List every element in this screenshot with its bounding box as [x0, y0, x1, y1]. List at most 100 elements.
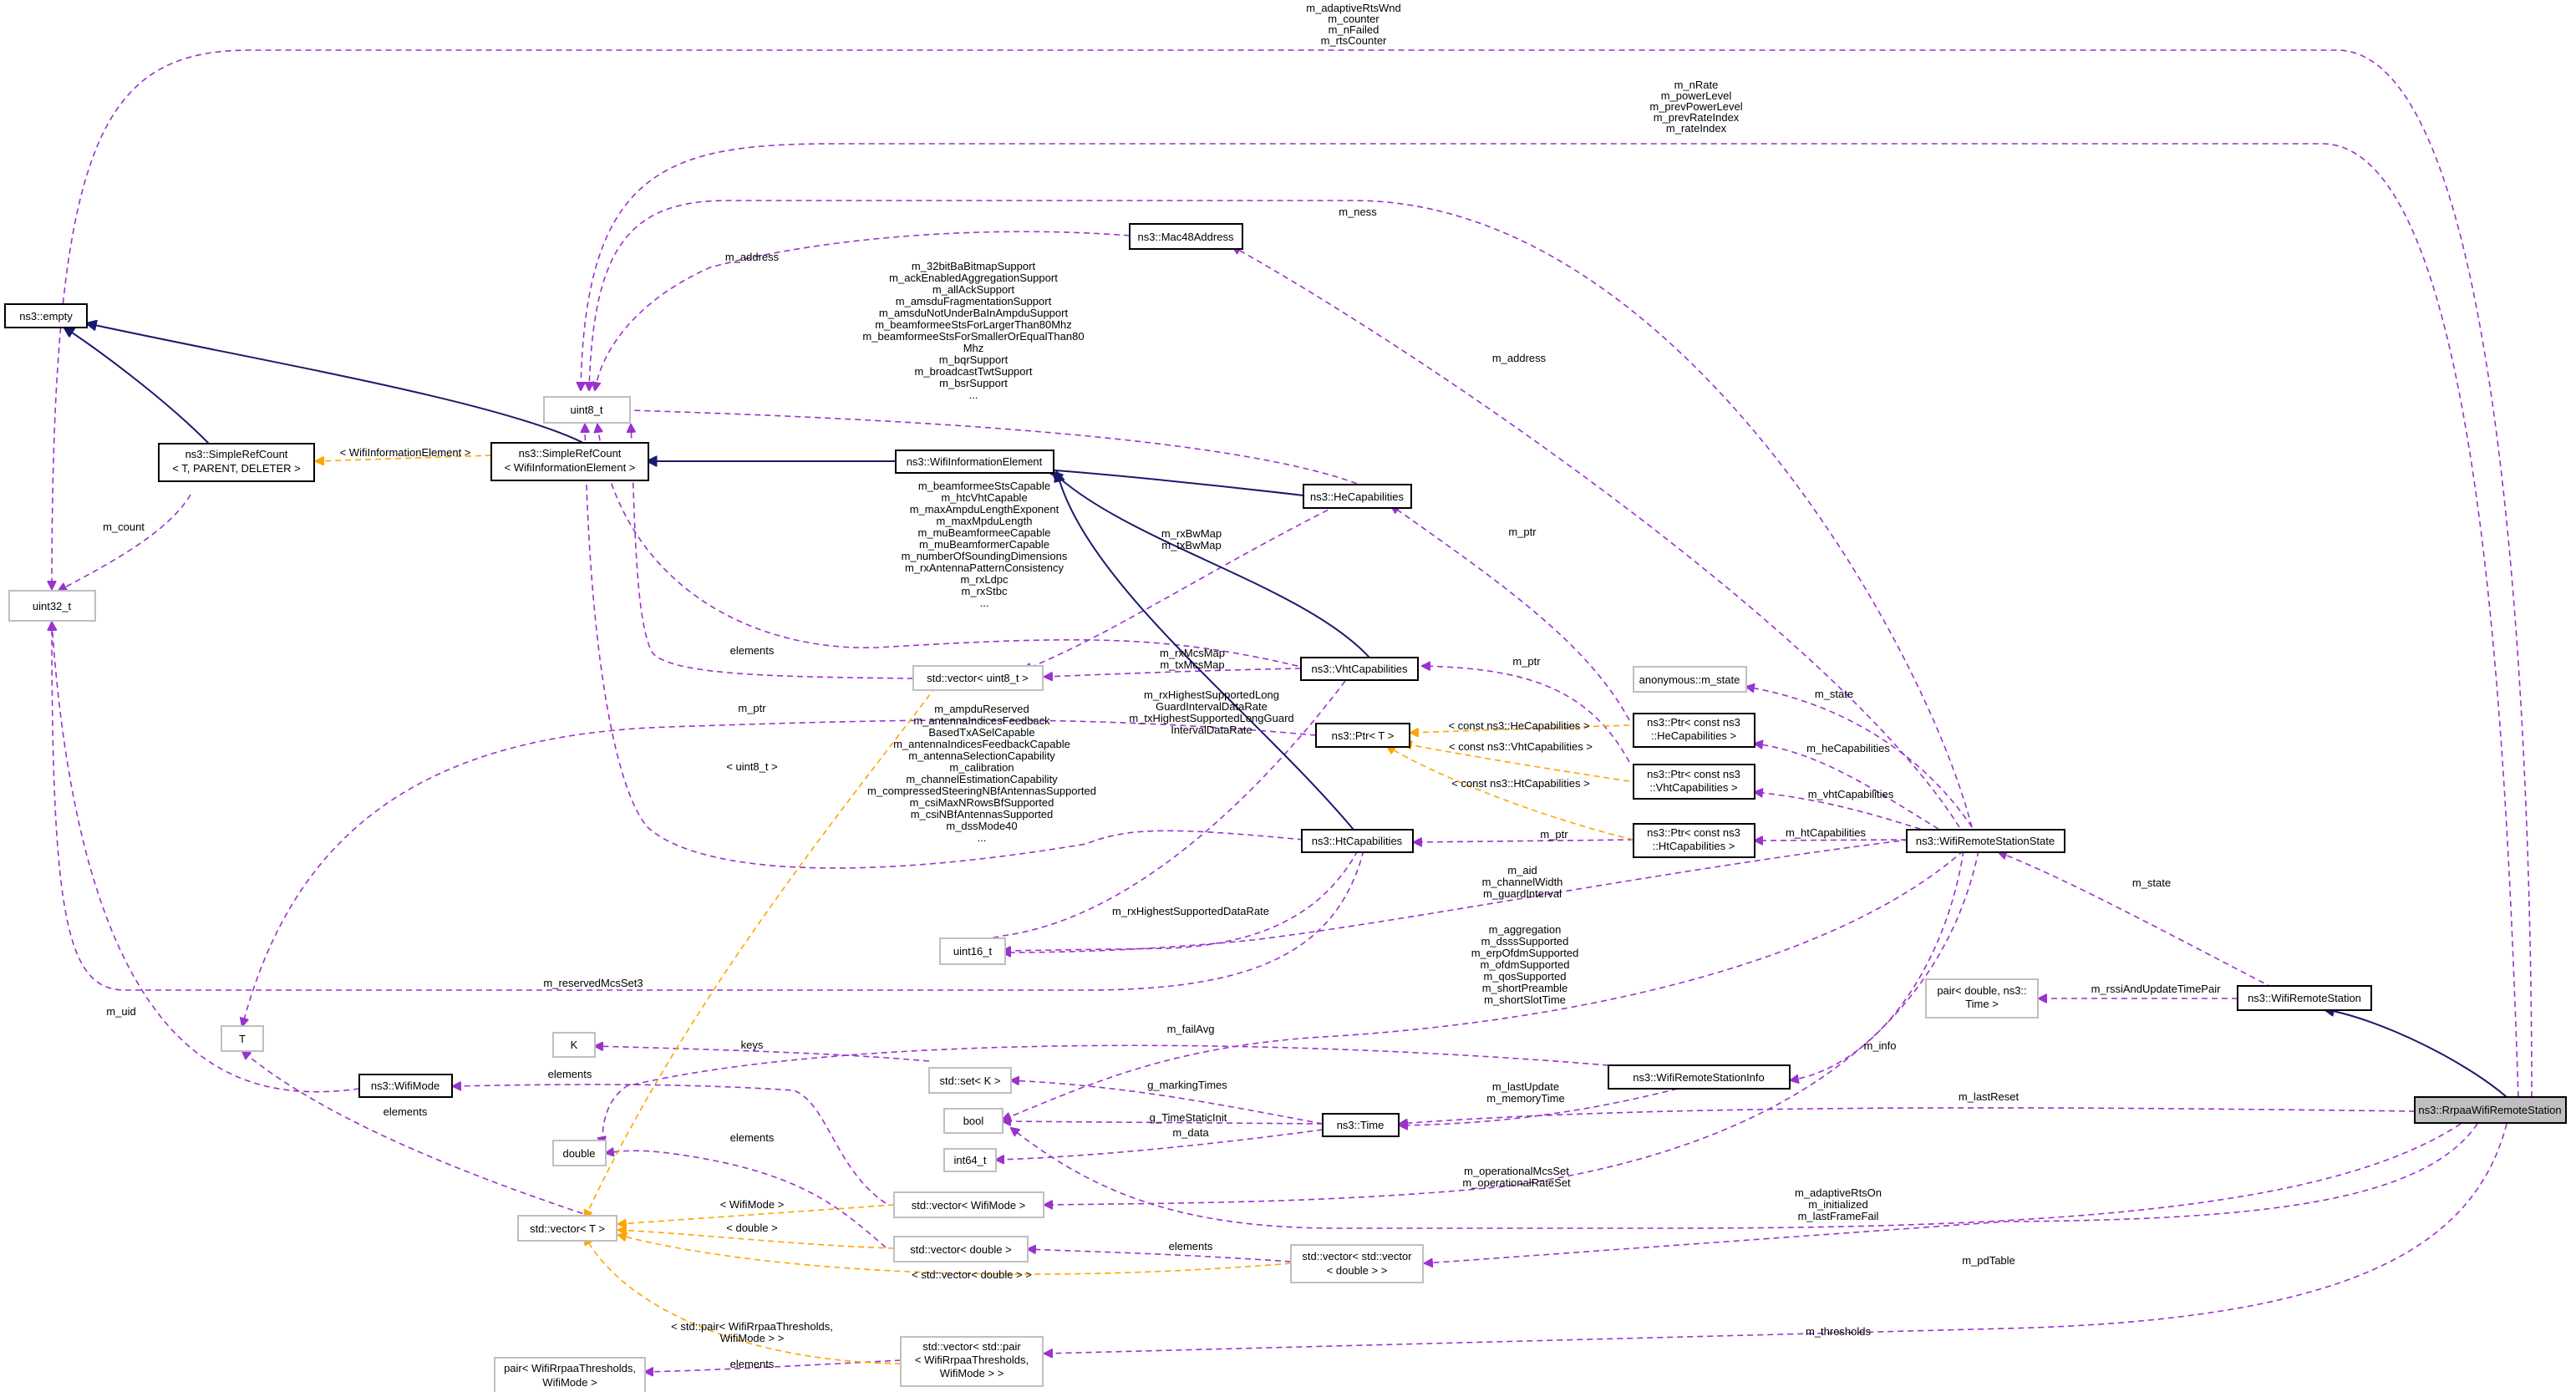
label-elements-vd: elements — [1169, 1240, 1213, 1252]
svg-text:ns3::SimpleRefCount< WifiInfor: ns3::SimpleRefCount< WifiInformationElem… — [505, 447, 636, 474]
label-rssi-pair: m_rssiAndUpdateTimePair — [2091, 983, 2222, 995]
label-ptr-ht: m_ptr — [1540, 828, 1568, 841]
edge-state-address — [1232, 246, 1960, 828]
svg-text:std::vector< std::vector< doub: std::vector< std::vector< double > > — [1302, 1250, 1412, 1277]
svg-text:ns3::WifiRemoteStationInfo: ns3::WifiRemoteStationInfo — [1633, 1071, 1765, 1084]
node-anonymous-m-state[interactable]: anonymous::m_state — [1633, 666, 1747, 693]
label-m-vht: m_vhtCapabilities — [1808, 788, 1894, 800]
svg-text:uint32_t: uint32_t — [33, 600, 72, 612]
node-ptr-vht-capabilities[interactable]: ns3::Ptr< const ns3::VhtCapabilities > — [1633, 764, 1755, 800]
label-fail-avg: m_failAvg — [1167, 1023, 1215, 1035]
svg-text:ns3::WifiInformationElement: ns3::WifiInformationElement — [907, 455, 1043, 468]
svg-text:ns3::Ptr< const ns3::HeCapabil: ns3::Ptr< const ns3::HeCapabilities > — [1647, 716, 1740, 742]
label-m-info: m_info — [1863, 1039, 1896, 1052]
edge-state-u16 — [1003, 839, 1910, 953]
node-wifi-information-element[interactable]: ns3::WifiInformationElement — [895, 450, 1054, 474]
node-mac48-address[interactable]: ns3::Mac48Address — [1129, 223, 1243, 250]
node-ptr-he-capabilities[interactable]: ns3::Ptr< const ns3::HeCapabilities > — [1633, 713, 1755, 748]
edge-time-set — [1011, 1080, 1324, 1125]
edge-vht-flags — [597, 424, 1308, 669]
node-wifi-remote-station[interactable]: ns3::WifiRemoteStation — [2237, 985, 2372, 1011]
edge-m-uid — [52, 622, 360, 1093]
label-m-data: m_data — [1172, 1126, 1209, 1139]
node-vector-vector-double[interactable]: std::vector< std::vector< double > > — [1290, 1244, 1424, 1283]
node-vector-pair[interactable]: std::vector< std::pair< WifiRrpaaThresho… — [900, 1336, 1044, 1387]
label-last-reset: m_lastReset — [1959, 1090, 2020, 1103]
node-t[interactable]: T — [221, 1025, 264, 1052]
edge-vht-mcsmap — [1044, 668, 1302, 677]
svg-text:std::set< K >: std::set< K > — [940, 1074, 1001, 1087]
label-state-address: m_address — [1492, 352, 1547, 364]
edge-tmpl-vecpair — [585, 1237, 902, 1364]
edge-ptrht-ht — [1414, 840, 1634, 842]
edge-rrpaa-bool — [1011, 1123, 2462, 1229]
label-m-state-station: m_state — [2132, 876, 2171, 889]
edge-vvd-vd — [1028, 1249, 1292, 1262]
label-m-uid: m_uid — [106, 1005, 135, 1018]
label-m-state-anon: m_state — [1815, 688, 1853, 700]
edge-tmpl-ht — [1387, 746, 1634, 841]
label-tmpl-pair: < std::pair< WifiRrpaaThresholds,WifiMod… — [671, 1320, 833, 1344]
label-tmpl-double: < double > — [726, 1222, 777, 1234]
node-uint16[interactable]: uint16_t — [939, 937, 1006, 965]
node-ptr-t[interactable]: ns3::Ptr< T > — [1315, 723, 1410, 748]
label-reserved: m_reservedMcsSet3 — [543, 977, 643, 989]
node-vht-capabilities[interactable]: ns3::VhtCapabilities — [1300, 657, 1419, 681]
node-pair-thresholds[interactable]: pair< WifiRrpaaThresholds,WifiMode > — [494, 1357, 646, 1392]
edge-state-opsets — [1044, 850, 1979, 1205]
node-set-k[interactable]: std::set< K > — [928, 1067, 1012, 1094]
label-tmpl-ht: < const ns3::HtCapabilities > — [1451, 777, 1589, 790]
edge-state-ptrht — [1755, 840, 1908, 841]
edge-ptrhe-he — [1391, 505, 1630, 721]
node-bool[interactable]: bool — [943, 1108, 1003, 1134]
node-simple-ref-count-wie[interactable]: ns3::SimpleRefCount< WifiInformationElem… — [490, 442, 649, 481]
node-rrpaa-wifi-remote-station[interactable]: ns3::RrpaaWifiRemoteStation — [2414, 1096, 2567, 1124]
label-ptr-T: m_ptr — [738, 702, 766, 714]
node-uint32[interactable]: uint32_t — [8, 590, 96, 622]
nodes: ns3::RrpaaWifiRemoteStation ns3::WifiRem… — [4, 223, 2567, 1392]
node-int64[interactable]: int64_t — [943, 1148, 997, 1172]
label-marking-times: g_markingTimes — [1147, 1079, 1227, 1091]
node-vector-double[interactable]: std::vector< double > — [893, 1236, 1029, 1262]
svg-text:ns3::HeCapabilities: ns3::HeCapabilities — [1310, 490, 1405, 503]
node-vector-uint8[interactable]: std::vector< uint8_t > — [912, 665, 1044, 691]
node-wifi-mode[interactable]: ns3::WifiMode — [358, 1074, 453, 1098]
svg-text:std::vector< std::pair< WifiRr: std::vector< std::pair< WifiRrpaaThresho… — [915, 1340, 1029, 1379]
edge-time-int64 — [996, 1129, 1324, 1160]
node-ht-capabilities[interactable]: ns3::HtCapabilities — [1301, 829, 1414, 853]
node-vector-t[interactable]: std::vector< T > — [517, 1215, 617, 1242]
svg-text:std::vector< WifiMode >: std::vector< WifiMode > — [912, 1199, 1026, 1212]
edges — [52, 49, 2533, 1372]
node-uint8[interactable]: uint8_t — [543, 396, 631, 424]
svg-text:anonymous::m_state: anonymous::m_state — [1639, 673, 1740, 686]
edge-rts-counters — [52, 49, 2533, 1098]
node-pair-double-time[interactable]: pair< double, ns3::Time > — [1925, 978, 2039, 1019]
edge-inherit-src-empty — [64, 328, 210, 445]
node-simple-ref-count-t[interactable]: ns3::SimpleRefCount< T, PARENT, DELETER … — [158, 443, 315, 482]
node-time[interactable]: ns3::Time — [1322, 1113, 1400, 1137]
node-ns3-empty[interactable]: ns3::empty — [4, 303, 88, 328]
node-wifi-remote-station-state[interactable]: ns3::WifiRemoteStationState — [1906, 829, 2065, 853]
node-wifi-remote-station-info[interactable]: ns3::WifiRemoteStationInfo — [1608, 1064, 1791, 1090]
edge-tmpl-vecdouble — [618, 1230, 895, 1249]
node-vector-wifimode[interactable]: std::vector< WifiMode > — [893, 1191, 1044, 1218]
edge-tmpl-vvd — [618, 1235, 1292, 1275]
edge-station-state — [1999, 852, 2274, 988]
label-tmpl-vht: < const ns3::VhtCapabilities > — [1449, 740, 1593, 753]
label-keys: keys — [741, 1039, 764, 1051]
label-elements-pair: elements — [730, 1358, 775, 1370]
svg-text:ns3::Time: ns3::Time — [1337, 1119, 1385, 1131]
svg-text:uint8_t: uint8_t — [570, 404, 602, 416]
node-ptr-ht-capabilities[interactable]: ns3::Ptr< const ns3::HtCapabilities > — [1633, 823, 1755, 858]
node-he-capabilities[interactable]: ns3::HeCapabilities — [1303, 484, 1412, 509]
node-double[interactable]: double — [552, 1140, 607, 1166]
svg-text:pair< WifiRrpaaThresholds,Wifi: pair< WifiRrpaaThresholds,WifiMode > — [504, 1362, 636, 1389]
node-k[interactable]: K — [552, 1032, 596, 1058]
